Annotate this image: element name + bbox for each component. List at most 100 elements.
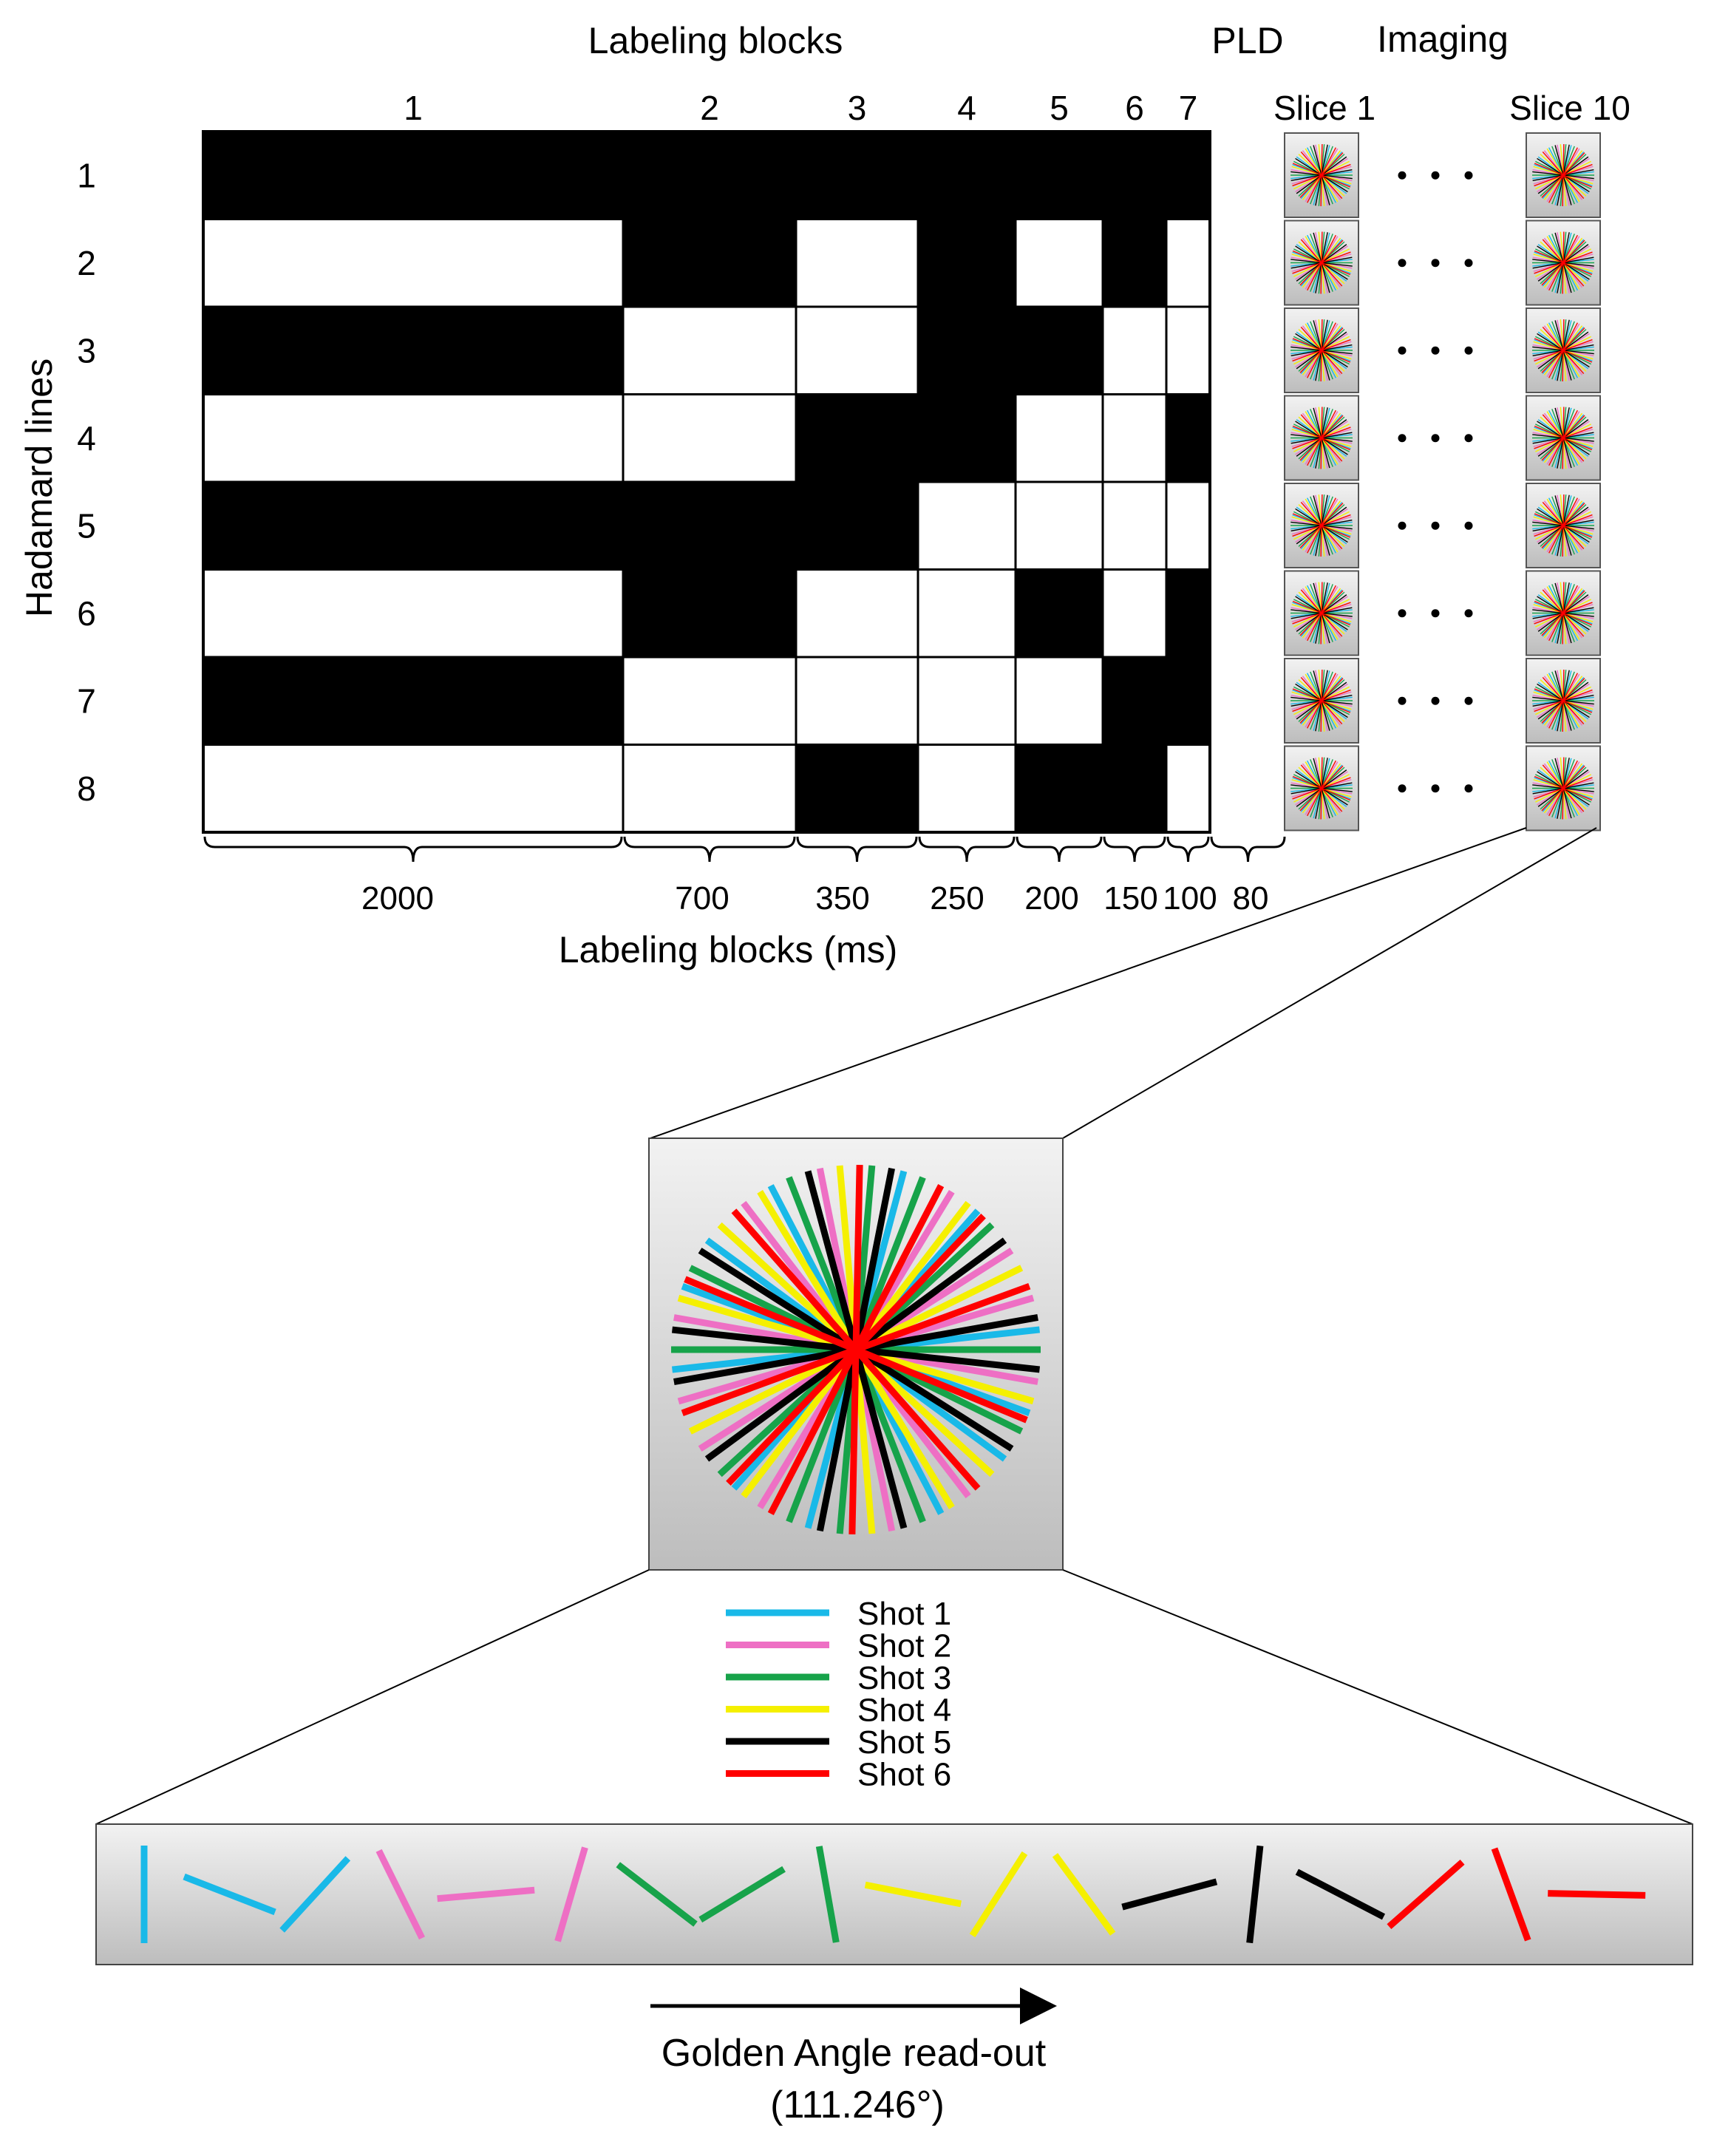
legend-label-shot-4: Shot 4: [857, 1693, 951, 1729]
slice-tile-10-row-2: [1526, 220, 1601, 306]
readout-spoke-12: [1052, 1853, 1116, 1936]
matrix-cell-r2-c5: [1014, 218, 1104, 308]
matrix-cell-r4-c7: [1165, 393, 1211, 483]
golden-angle-value-label: (111.246°): [770, 2084, 945, 2126]
matrix-cell-r5-c2: [622, 480, 798, 571]
row-number-2: 2: [77, 244, 96, 282]
matrix-cell-r1-c4: [916, 130, 1017, 220]
row-number-3: 3: [77, 331, 96, 370]
slice-tile-10-row-3: [1526, 307, 1601, 393]
bracket-pld: [1210, 836, 1286, 863]
readout-spoke-2: [183, 1873, 276, 1916]
block-number-1: 1: [404, 89, 423, 127]
matrix-cell-r4-c6: [1101, 393, 1168, 483]
mini-spoke-shot6-6: [1299, 327, 1344, 373]
readout-spoke-18: [1548, 1890, 1646, 1899]
spoke-shot6-6: [726, 1214, 986, 1486]
slice-tile-1-row-6: [1284, 570, 1359, 656]
slice-1-label: Slice 1: [1273, 89, 1375, 127]
matrix-cell-r5-c7: [1165, 480, 1211, 571]
matrix-cell-r8-c3: [795, 744, 919, 834]
labeling-blocks-title: Labeling blocks: [588, 20, 843, 61]
readout-spokes: [140, 1845, 1646, 1944]
zoom-line-left-upper: [650, 827, 1527, 1139]
matrix-cell-r5-c5: [1014, 480, 1104, 571]
ellipsis-row-6: [1398, 609, 1473, 618]
golden-angle-kspace-tile: [648, 1137, 1064, 1571]
readout-spoke-6: [554, 1846, 588, 1942]
hadamard-lines-title: Hadamard lines: [18, 358, 60, 617]
duration-label-3: 350: [815, 880, 869, 917]
slice-tile-10-row-5: [1526, 483, 1601, 568]
row-number-6: 6: [77, 594, 96, 633]
readout-spoke-14: [1246, 1845, 1264, 1944]
duration-label-7: 100: [1163, 880, 1217, 917]
mini-spoke-shot6-6: [1299, 590, 1344, 636]
matrix-cell-r2-c1: [202, 218, 625, 308]
readout-spoke-16: [1387, 1860, 1465, 1929]
readout-strip: [95, 1823, 1693, 1965]
ellipsis-row-7: [1398, 696, 1473, 705]
duration-label-pld: 80: [1233, 880, 1269, 917]
readout-spoke-3: [279, 1856, 351, 1933]
zoom-line-right-upper: [1062, 827, 1597, 1139]
row-number-4: 4: [77, 419, 96, 458]
row-number-1: 1: [77, 156, 96, 194]
ellipsis-row-3: [1398, 346, 1473, 355]
matrix-cell-r1-c7: [1165, 130, 1211, 220]
bracket-block-2: [623, 836, 796, 863]
row-number-5: 5: [77, 506, 96, 545]
block-number-2: 2: [700, 89, 719, 127]
ellipsis-row-5: [1398, 521, 1473, 530]
legend-label-shot-6: Shot 6: [857, 1757, 951, 1793]
readout-spoke-15: [1295, 1868, 1386, 1920]
matrix-cell-r4-c2: [622, 393, 798, 483]
matrix-cell-r3-c2: [622, 305, 798, 395]
mini-spoke-shot6-6: [1541, 678, 1585, 724]
duration-label-1: 2000: [361, 880, 434, 917]
duration-label-5: 200: [1024, 880, 1078, 917]
matrix-cell-r8-c6: [1101, 744, 1168, 834]
matrix-cell-r1-c1: [202, 130, 625, 220]
matrix-cell-r8-c4: [916, 744, 1017, 834]
matrix-cell-r5-c4: [916, 480, 1017, 571]
block-number-3: 3: [848, 89, 867, 127]
imaging-title: Imaging: [1377, 18, 1509, 60]
matrix-cell-r6-c7: [1165, 568, 1211, 659]
slice-tile-1-row-5: [1284, 483, 1359, 568]
slice-tile-10-row-8: [1526, 745, 1601, 832]
ellipsis-row-1: [1398, 171, 1473, 180]
matrix-cell-r3-c4: [916, 305, 1017, 395]
matrix-cell-r7-c2: [622, 656, 798, 746]
slice-tile-10-row-4: [1526, 395, 1601, 481]
slice-tile-1-row-3: [1284, 307, 1359, 393]
ellipsis-row-4: [1398, 434, 1473, 443]
mini-spoke-shot6-6: [1541, 415, 1585, 461]
block-number-6: 6: [1125, 89, 1144, 127]
row-number-8: 8: [77, 769, 96, 808]
matrix-cell-r1-c3: [795, 130, 919, 220]
block-number-5: 5: [1050, 89, 1069, 127]
x-axis-title: Labeling blocks (ms): [559, 929, 898, 970]
bracket-block-3: [796, 836, 918, 863]
slice-columns: [1284, 132, 1601, 832]
slice-tile-1-row-4: [1284, 395, 1359, 481]
slice-tile-1-row-1: [1284, 132, 1359, 218]
matrix-cell-r7-c3: [795, 656, 919, 746]
golden-angle-readout-label: Golden Angle read-out: [662, 2032, 1047, 2075]
matrix-cell-r4-c5: [1014, 393, 1104, 483]
matrix-cell-r6-c6: [1101, 568, 1168, 659]
ellipsis-row-8: [1398, 784, 1473, 793]
mini-spoke-shot6-6: [1541, 590, 1585, 636]
duration-label-6: 150: [1103, 880, 1157, 917]
matrix-cell-r5-c3: [795, 480, 919, 571]
matrix-cell-r3-c6: [1101, 305, 1168, 395]
slice-tile-10-row-6: [1526, 570, 1601, 656]
slice-10-label: Slice 10: [1509, 89, 1630, 127]
radial-spokes: [670, 1164, 1041, 1535]
readout-spoke-9: [815, 1846, 840, 1943]
matrix-cell-r4-c4: [916, 393, 1017, 483]
